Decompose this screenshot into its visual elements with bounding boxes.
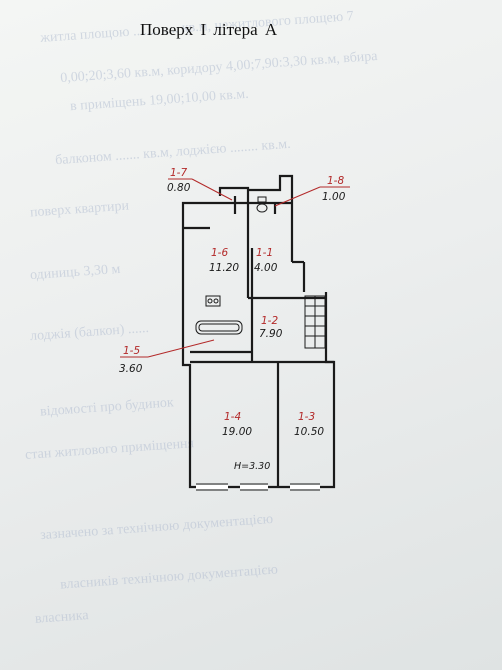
room-area-1-7: 0.80 xyxy=(167,182,191,194)
room-code-1-8: 1-8 xyxy=(327,175,344,187)
room-area-1-8: 1.00 xyxy=(322,191,346,203)
room-area-1-6: 11.20 xyxy=(209,262,239,274)
room-area-1-3: 10.50 xyxy=(294,426,324,438)
room-code-1-2: 1-2 xyxy=(261,315,278,327)
plan-fixtures xyxy=(195,196,326,491)
room-code-1-7: 1-7 xyxy=(170,167,187,179)
room-area-1-1: 4.00 xyxy=(254,262,278,274)
room-code-1-4: 1-4 xyxy=(224,411,241,423)
ceiling-height: H=3.30 xyxy=(234,461,270,472)
room-area-1-2: 7.90 xyxy=(259,328,283,340)
room-code-1-5: 1-5 xyxy=(123,345,140,357)
room-area-1-4: 19.00 xyxy=(222,426,252,438)
room-code-1-3: 1-3 xyxy=(298,411,315,423)
room-code-1-6: 1-6 xyxy=(211,247,228,259)
page-title: Поверх I літера А xyxy=(140,20,278,39)
label-leaders xyxy=(120,178,350,358)
room-code-1-1: 1-1 xyxy=(256,247,273,259)
room-area-1-5: 3.60 xyxy=(119,363,143,375)
